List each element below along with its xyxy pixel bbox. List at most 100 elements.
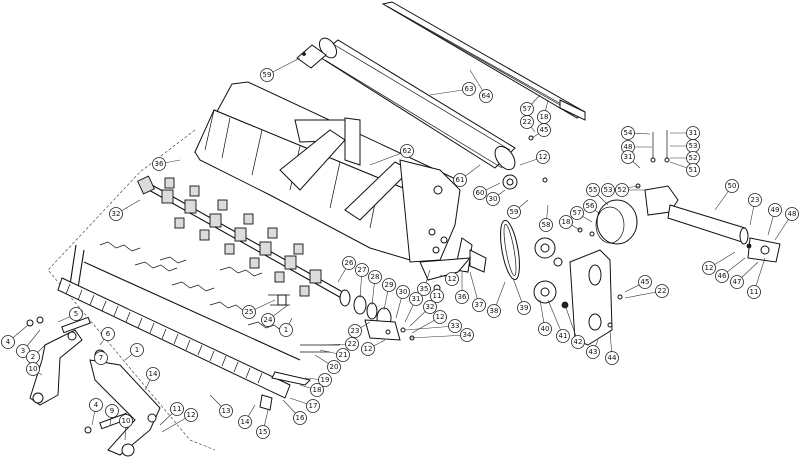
part-callout-36: 36 — [152, 157, 166, 171]
rear-guard-bar — [381, 1, 586, 121]
part-number-label: 13 — [222, 407, 231, 415]
part-callout-47: 47 — [730, 275, 744, 289]
part-number-label: 32 — [426, 303, 435, 311]
part-number-label: 58 — [542, 221, 551, 229]
part-number-label: 50 — [728, 182, 737, 190]
front-flap — [57, 244, 311, 411]
part-number-label: 45 — [641, 278, 650, 286]
part-number-label: 30 — [489, 195, 498, 203]
part-number-label: 45 — [540, 126, 549, 134]
part-number-label: 60 — [476, 189, 485, 197]
part-callout-48: 48 — [785, 207, 799, 221]
part-number-label: 52 — [689, 154, 698, 162]
part-callout-10: 10 — [119, 414, 133, 428]
part-callout-5: 5 — [69, 307, 83, 321]
part-number-label: 64 — [482, 92, 491, 100]
part-callout-49: 49 — [768, 203, 782, 217]
part-callout-22: 22 — [345, 337, 359, 351]
part-callout-55: 55 — [586, 183, 600, 197]
part-number-label: 57 — [573, 209, 582, 217]
part-number-label: 53 — [689, 142, 698, 150]
part-callout-18: 18 — [537, 110, 551, 124]
part-number-label: 6 — [106, 330, 111, 338]
part-callout-2: 2 — [26, 350, 40, 364]
part-callout-36: 36 — [455, 290, 469, 304]
part-callout-32: 32 — [109, 207, 123, 221]
part-number-label: 52 — [618, 186, 627, 194]
part-number-label: 44 — [608, 354, 617, 362]
part-callout-18: 18 — [559, 215, 573, 229]
gearbox — [577, 130, 781, 263]
part-number-label: 12 — [539, 153, 548, 161]
part-callout-31: 31 — [686, 126, 700, 140]
part-callout-52: 52 — [686, 151, 700, 165]
part-callout-14: 14 — [146, 367, 160, 381]
part-number-label: 39 — [520, 304, 529, 312]
part-callout-60: 60 — [473, 186, 487, 200]
part-callout-45: 45 — [537, 123, 551, 137]
part-callout-56: 56 — [583, 199, 597, 213]
part-number-label: 55 — [589, 186, 598, 194]
part-callout-26: 26 — [342, 256, 356, 270]
part-number-label: 12 — [705, 264, 714, 272]
part-callout-31: 31 — [621, 150, 635, 164]
part-callout-1: 1 — [130, 343, 144, 357]
part-callout-22: 22 — [655, 284, 669, 298]
part-number-label: 29 — [385, 281, 394, 289]
part-callout-14: 14 — [238, 415, 252, 429]
part-number-label: 24 — [264, 316, 273, 324]
part-callout-11: 11 — [747, 285, 761, 299]
part-callout-28: 28 — [368, 270, 382, 284]
part-callout-7: 7 — [94, 351, 108, 365]
part-callout-63: 63 — [462, 82, 476, 96]
part-callout-23: 23 — [748, 193, 762, 207]
part-number-label: 14 — [149, 370, 158, 378]
part-callout-12: 12 — [433, 310, 447, 324]
part-callout-3: 3 — [16, 344, 30, 358]
part-number-label: 48 — [624, 143, 633, 151]
part-number-label: 18 — [562, 218, 571, 226]
part-callout-54: 54 — [621, 126, 635, 140]
part-callout-43: 43 — [586, 345, 600, 359]
part-callout-45: 45 — [638, 275, 652, 289]
part-callout-32: 32 — [423, 300, 437, 314]
part-number-label: 59 — [263, 71, 272, 79]
part-number-label: 48 — [788, 210, 797, 218]
part-number-label: 18 — [540, 113, 549, 121]
part-number-label: 25 — [245, 308, 254, 316]
part-number-label: 7 — [99, 354, 103, 362]
part-callout-12: 12 — [445, 272, 459, 286]
part-callout-11: 11 — [170, 402, 184, 416]
leader-line — [404, 325, 456, 331]
part-callout-50: 50 — [725, 179, 739, 193]
part-callout-12: 12 — [184, 408, 198, 422]
part-number-label: 61 — [456, 176, 465, 184]
part-number-label: 32 — [112, 210, 121, 218]
part-number-label: 41 — [559, 332, 568, 340]
belt-drive — [419, 219, 613, 346]
part-number-label: 12 — [436, 313, 445, 321]
part-number-label: 31 — [412, 295, 421, 303]
part-callout-44: 44 — [605, 351, 619, 365]
main-housing — [194, 81, 464, 263]
part-number-label: 11 — [173, 405, 182, 413]
part-number-label: 11 — [433, 292, 442, 300]
part-callout-17: 17 — [306, 399, 320, 413]
part-number-label: 40 — [541, 325, 550, 333]
part-callout-16: 16 — [293, 411, 307, 425]
part-number-label: 36 — [155, 160, 164, 168]
part-number-label: 28 — [371, 273, 380, 281]
part-number-label: 23 — [351, 327, 360, 335]
part-number-label: 15 — [259, 428, 268, 436]
part-callout-27: 27 — [355, 263, 369, 277]
part-callout-59: 59 — [260, 68, 274, 82]
part-callout-58: 58 — [539, 218, 553, 232]
part-callout-19: 19 — [318, 373, 332, 387]
part-callout-4: 4 — [89, 398, 103, 412]
part-callout-46: 46 — [715, 269, 729, 283]
part-callout-13: 13 — [219, 404, 233, 418]
part-number-label: 11 — [750, 288, 759, 296]
part-callout-12: 12 — [361, 342, 375, 356]
part-callout-51: 51 — [686, 163, 700, 177]
